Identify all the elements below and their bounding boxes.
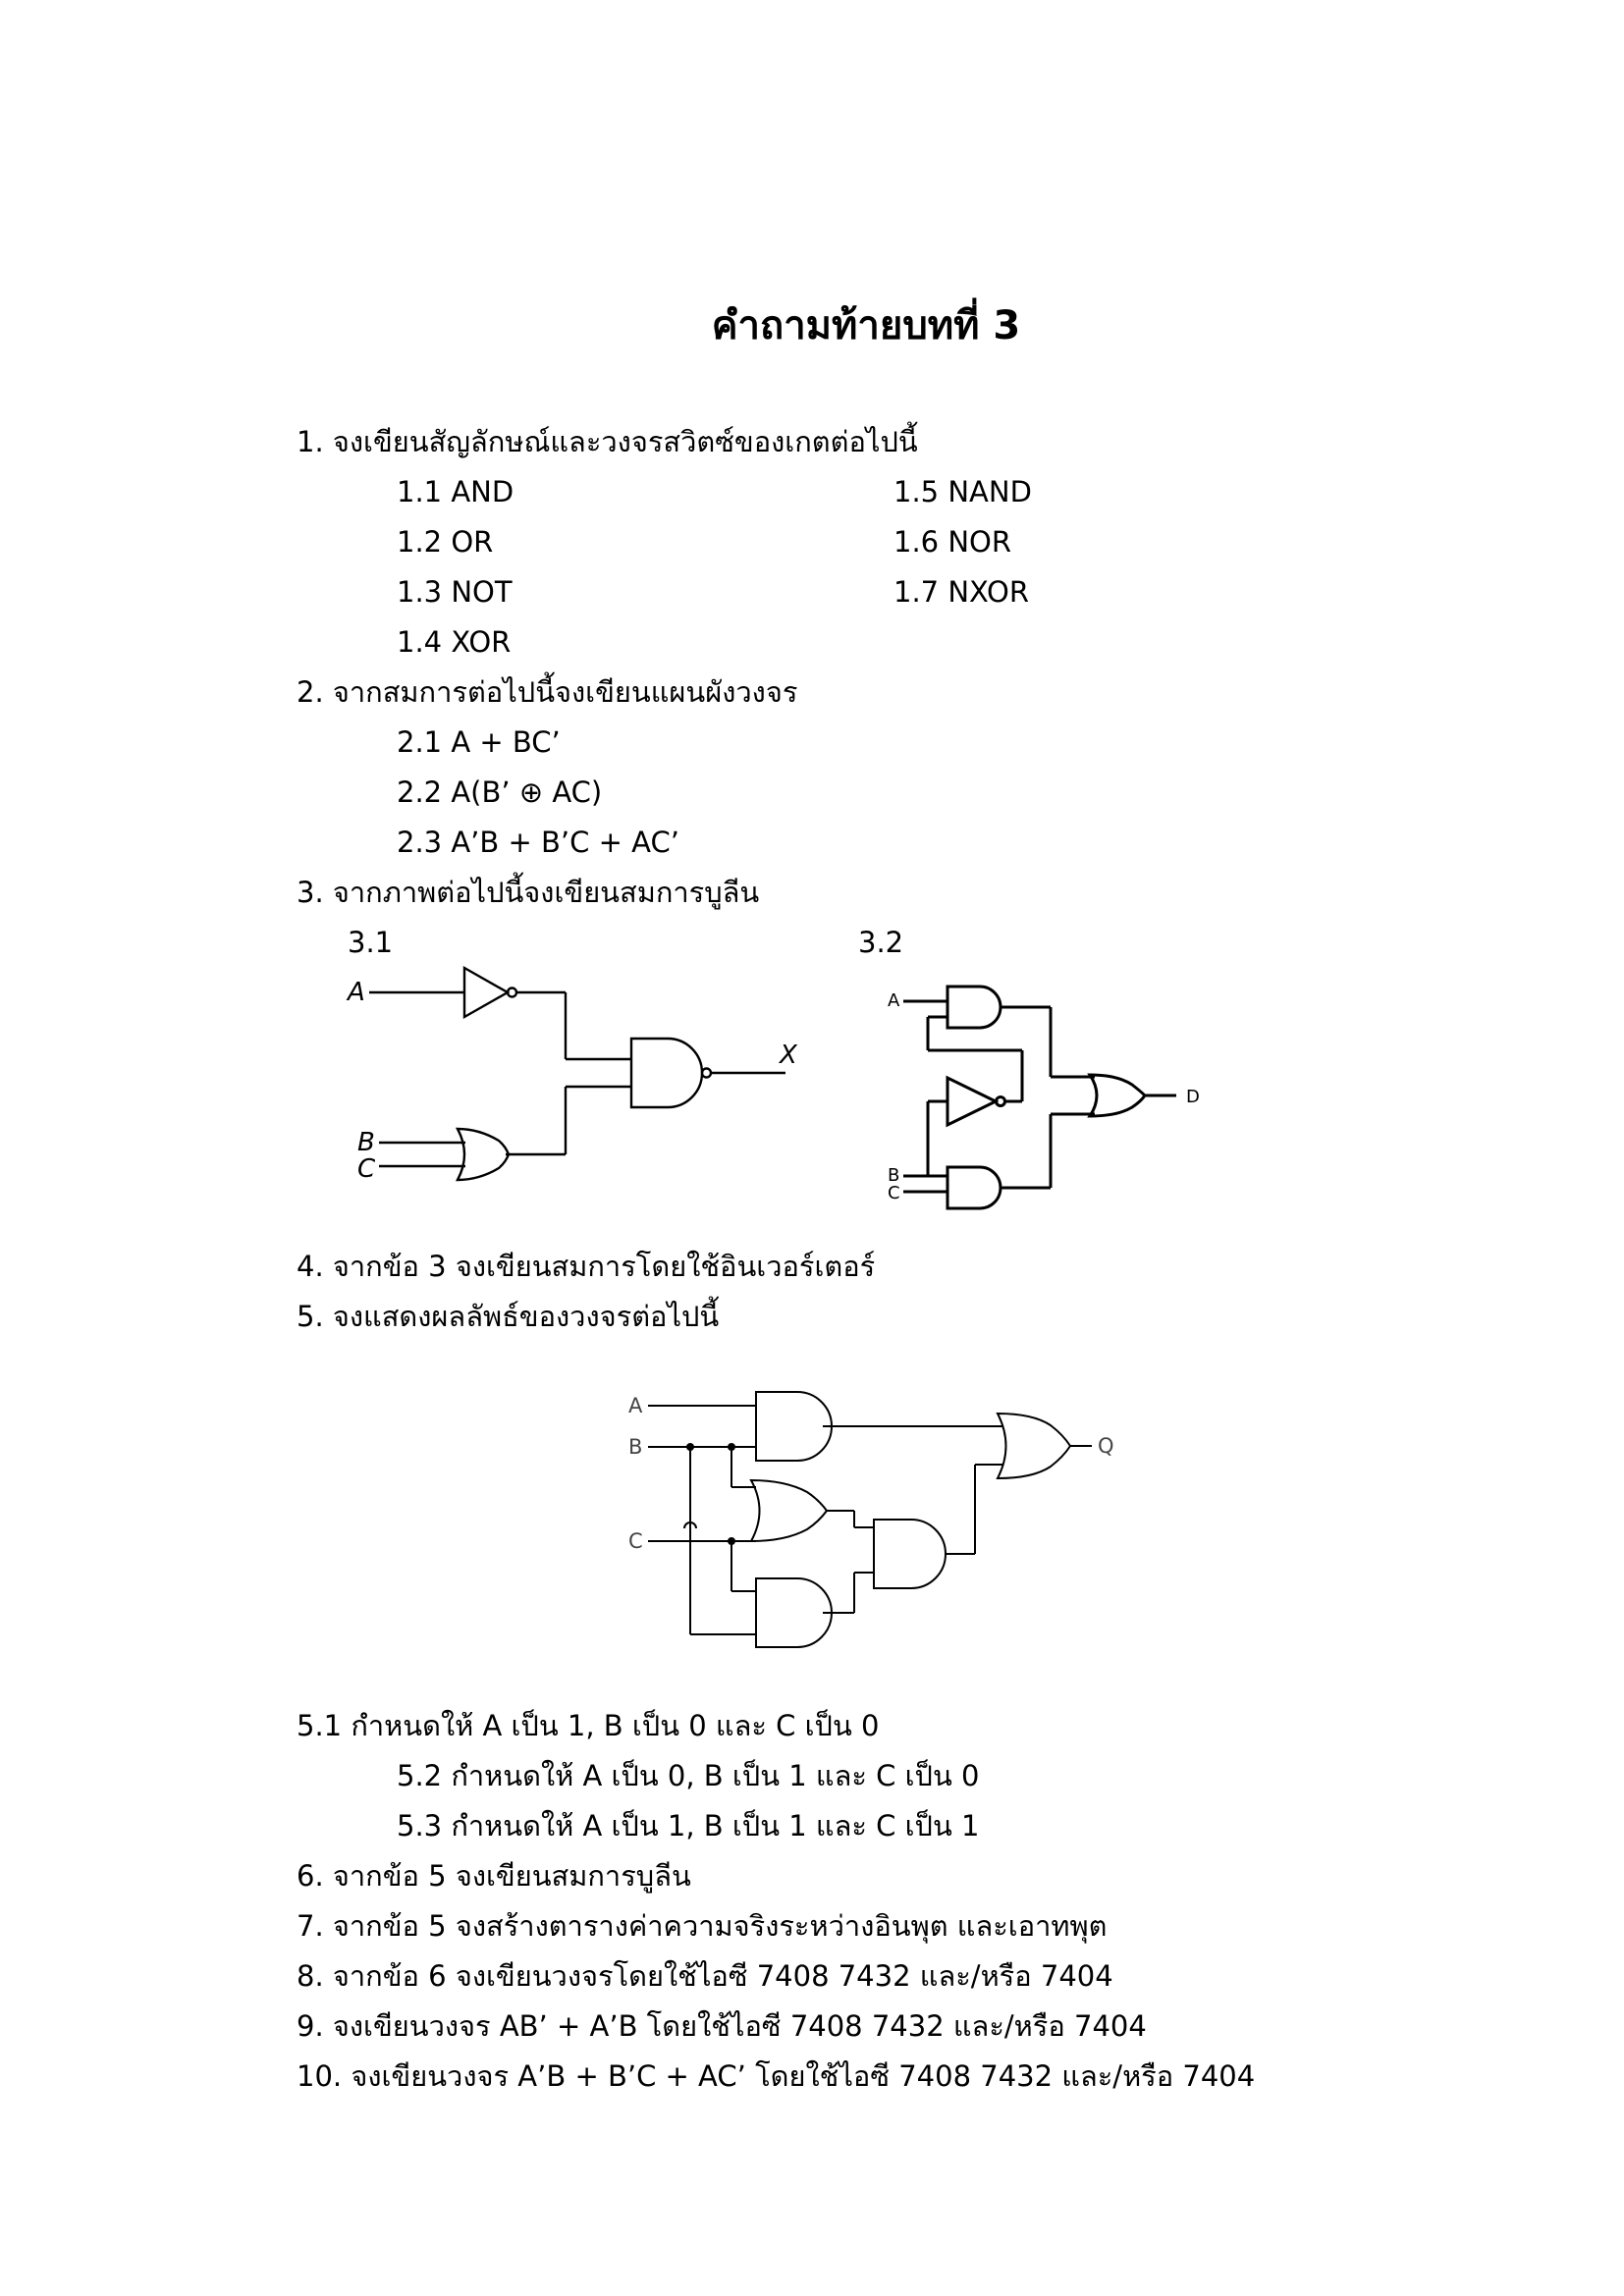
question-8: 8. จากข้อ 6 จงเขียนวงจรโดยใช้ไอซี 7408 7… [297,1959,1113,1993]
q1-item-4: 1.4 XOR [397,625,512,659]
q5-item-1: 5.1 กำหนดให้ A เป็น 1, B เป็น 0 และ C เป… [297,1709,880,1742]
q1-item-7: 1.7 NXOR [893,575,1030,609]
fig31-input-a-label: A [346,978,365,1007]
fig32-input-c-label: C [888,1183,900,1203]
q2-item-1: 2.1 A + BC’ [397,725,561,759]
fig5-input-c-label: C [628,1529,643,1553]
fig31-output-x-label: X [778,1041,798,1070]
circuit-figure-3-2: A B C D [888,985,1200,1210]
question-7: 7. จากข้อ 5 จงสร้างตารางค่าความจริงระหว่… [297,1909,1108,1943]
fig5-input-a-label: A [628,1394,643,1417]
fig32-output-d-label: D [1186,1087,1200,1107]
question-3: 3. จากภาพต่อไปนี้จงเขียนสมการบูลีน [297,876,760,909]
question-2: 2. จากสมการต่อไปนี้จงเขียนแผนผังวงจร [297,675,798,709]
figure-3-1-label: 3.1 [348,926,394,959]
q2-item-3: 2.3 A’B + B’C + AC’ [397,826,679,859]
q5-item-2: 5.2 กำหนดให้ A เป็น 0, B เป็น 1 และ C เป… [397,1759,980,1792]
question-1: 1. จงเขียนสัญลักษณ์และวงจรสวิตซ์ของเกตต่… [297,425,918,458]
q1-item-5: 1.5 NAND [893,475,1032,508]
q1-item-3: 1.3 NOT [397,575,513,609]
circuit-figure-3-1: A B C X [346,965,798,1184]
q1-item-1: 1.1 AND [397,475,514,508]
question-4: 4. จากข้อ 3 จงเขียนสมการโดยใช้อินเวอร์เต… [297,1250,876,1283]
question-6: 6. จากข้อ 5 จงเขียนสมการบูลีน [297,1859,691,1893]
figure-3-2-label: 3.2 [858,926,904,959]
fig5-input-b-label: B [628,1435,642,1459]
question-10: 10. จงเขียนวงจร A’B + B’C + AC’ โดยใช้ไอ… [297,2059,1256,2093]
q1-item-2: 1.2 OR [397,525,494,559]
q5-item-3: 5.3 กำหนดให้ A เป็น 1, B เป็น 1 และ C เป… [397,1809,980,1842]
fig32-input-b-label: B [888,1165,899,1186]
page-title: คำถามท้ายบทที่ 3 [711,303,1021,348]
q2-item-2: 2.2 A(B’ ⊕ AC) [397,775,603,809]
question-9: 9. จงเขียนวงจร AB’ + A’B โดยใช้ไอซี 7408… [297,2009,1147,2043]
fig32-input-a-label: A [888,990,900,1011]
fig31-input-b-label: B [357,1128,375,1157]
fig5-output-q-label: Q [1098,1434,1114,1458]
fig31-input-c-label: C [357,1154,376,1184]
q1-item-6: 1.6 NOR [893,525,1012,559]
question-5: 5. จงแสดงผลลัพธ์ของวงจรต่อไปนี้ [297,1300,720,1333]
circuit-figure-5: A B C Q [628,1391,1114,1648]
